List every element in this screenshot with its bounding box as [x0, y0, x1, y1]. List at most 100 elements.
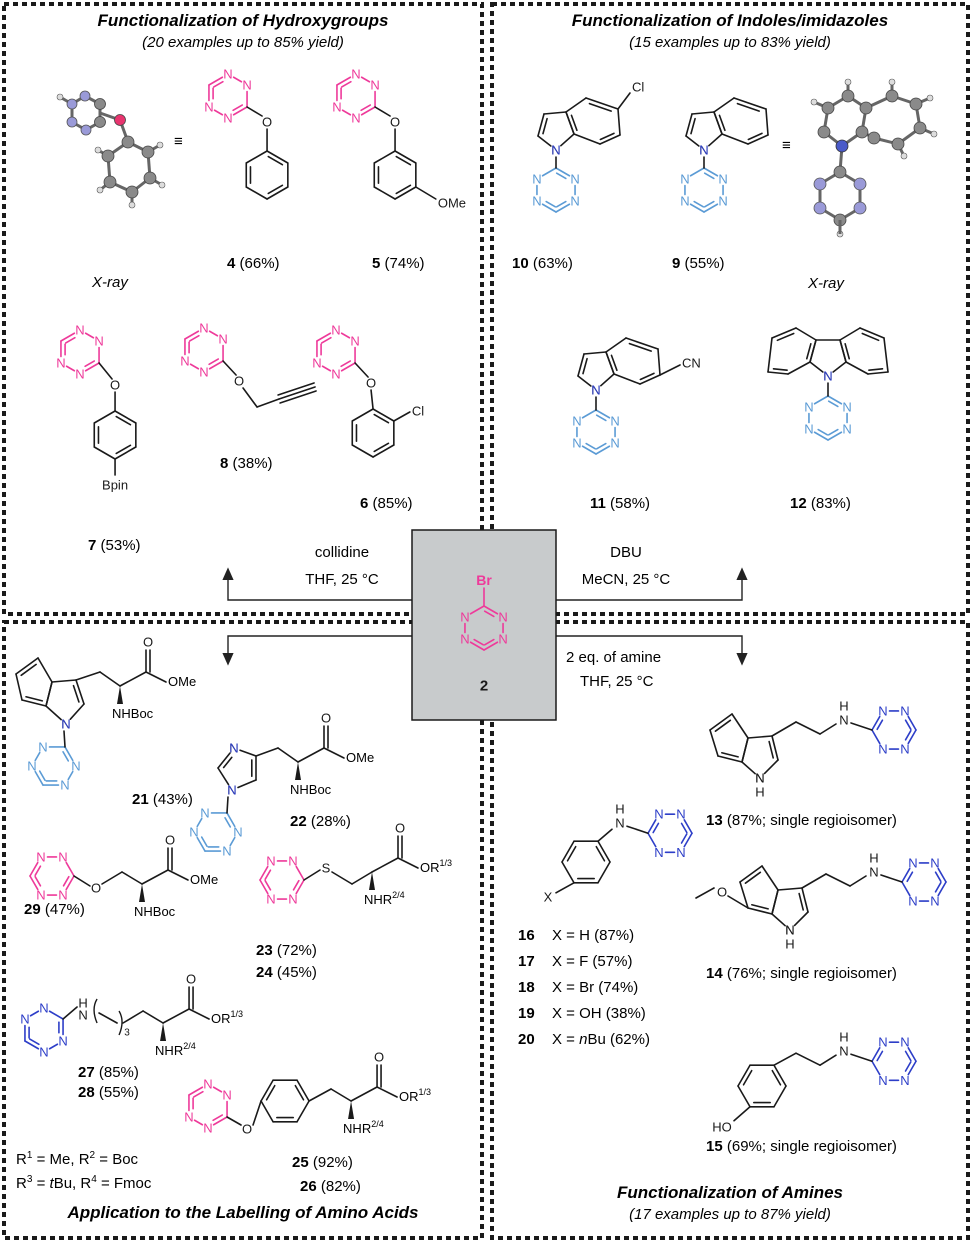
label-compound-23: 23 (72%): [256, 942, 317, 959]
aniline-id-16: 16: [518, 927, 535, 944]
atom-label: N: [288, 853, 297, 868]
atom-label: N: [332, 100, 341, 115]
subtitle-amines: (17 examples up to 87% yield): [629, 1206, 831, 1223]
atom-label: N: [184, 1110, 193, 1125]
atom-label: N: [71, 759, 80, 774]
frame-hydroxy: [2, 2, 484, 616]
atom-label: N: [222, 1088, 231, 1103]
atom-label: N: [56, 356, 65, 371]
cond-tr-1: DBU: [610, 544, 642, 561]
atom-label: N: [755, 771, 764, 786]
atom-label: N: [266, 892, 275, 907]
atom-label: N: [823, 369, 832, 384]
hydroxyl-group: HO: [712, 1119, 732, 1134]
r-group-legend-2: R3 = tBu, R4 = Fmoc: [16, 1174, 152, 1192]
ester-group: OMe: [168, 674, 196, 689]
atom-label: N: [58, 888, 67, 903]
bromine-atom: Br: [476, 572, 492, 588]
xray-structure-indole: [810, 78, 938, 238]
oxygen-atom: O: [110, 378, 120, 393]
aniline-x-19: X = OH (38%): [552, 1005, 646, 1022]
atom-label: N: [498, 632, 507, 647]
atom-label: N: [900, 703, 909, 718]
aniline-id-20: 20: [518, 1031, 535, 1048]
equiv-sign-hydroxy: ≡: [174, 133, 183, 150]
atom-label: N: [200, 805, 209, 820]
atom-label: N: [58, 849, 67, 864]
atom-label: N: [785, 923, 794, 938]
label-compound-15: 15 (69%; single regioisomer): [706, 1138, 897, 1155]
atom-label: N: [804, 422, 813, 437]
label-compound-22: 22 (28%): [290, 813, 351, 830]
atom-label: N: [199, 365, 208, 380]
label-compound-10: 10 (63%): [512, 255, 573, 272]
label-compound-8: 8 (38%): [220, 455, 273, 472]
oxygen-atom: O: [234, 374, 244, 389]
aniline-id-17: 17: [518, 953, 535, 970]
amine-group: NHBoc: [112, 706, 154, 721]
hydrogen-atom: H: [755, 785, 764, 800]
center-reagent-box: [411, 529, 557, 721]
compound-labels: 4 (66%) 5 (74%) 7 (53%) 8 (38%) 6 (85%) …: [16, 255, 897, 1195]
atom-label: N: [94, 334, 103, 349]
carbonyl-oxygen: O: [186, 972, 196, 987]
subtitle-hydroxy: (20 examples up to 85% yield): [142, 34, 344, 51]
label-compound-4: 4 (66%): [227, 255, 280, 272]
title-amines: Functionalization of Amines: [617, 1183, 843, 1202]
label-compound-12: 12 (83%): [790, 495, 851, 512]
atom-label: N: [75, 323, 84, 338]
atom-label: N: [203, 1121, 212, 1136]
nitrogen-atom: N: [839, 1044, 848, 1059]
atom-label: N: [878, 742, 887, 757]
nitrogen-atom: N: [755, 771, 764, 786]
aniline-x-20: X = nBu (62%): [552, 1031, 650, 1048]
aniline-x-17: X = F (57%): [552, 953, 632, 970]
carbonyl-oxygen: O: [395, 821, 405, 836]
atom-label: N: [572, 414, 581, 429]
atom-label: N: [204, 100, 213, 115]
nitrogen-atom: N: [551, 143, 560, 158]
atom-label: N: [610, 436, 619, 451]
atom-label: N: [908, 855, 917, 870]
nitrogen-atom: N: [591, 383, 600, 398]
atom-label: N: [223, 111, 232, 126]
label-compound-14: 14 (76%; single regioisomer): [706, 965, 897, 982]
atom-label: N: [680, 194, 689, 209]
nitrile-group: CN: [682, 356, 701, 371]
label-compound-21: 21 (43%): [132, 791, 193, 808]
atom-label: N: [676, 807, 685, 822]
cond-br-2: THF, 25 °C: [580, 673, 654, 690]
atom-label: N: [199, 321, 208, 336]
atom-label: N: [570, 172, 579, 187]
atom-label: N: [908, 894, 917, 909]
xray-label-indole: X-ray: [807, 275, 845, 292]
atom-label: N: [842, 400, 851, 415]
atom-label: N: [266, 853, 275, 868]
nitrogen-atom: N: [229, 741, 238, 756]
nitrogen-atom: N: [839, 713, 848, 728]
atom-label: N: [189, 825, 198, 840]
atom-label: N: [242, 78, 251, 93]
oxygen-atom: O: [366, 376, 376, 391]
amine-group: NHBoc: [290, 782, 332, 797]
atom-label: N: [551, 143, 560, 158]
carbonyl-oxygen: O: [321, 711, 331, 726]
frame-amines: [490, 620, 970, 1240]
atom-label: N: [900, 742, 909, 757]
atom-label: N: [36, 888, 45, 903]
carbonyl-oxygen: O: [143, 635, 153, 650]
atom-label: N: [900, 1073, 909, 1088]
atom-label: N: [680, 172, 689, 187]
